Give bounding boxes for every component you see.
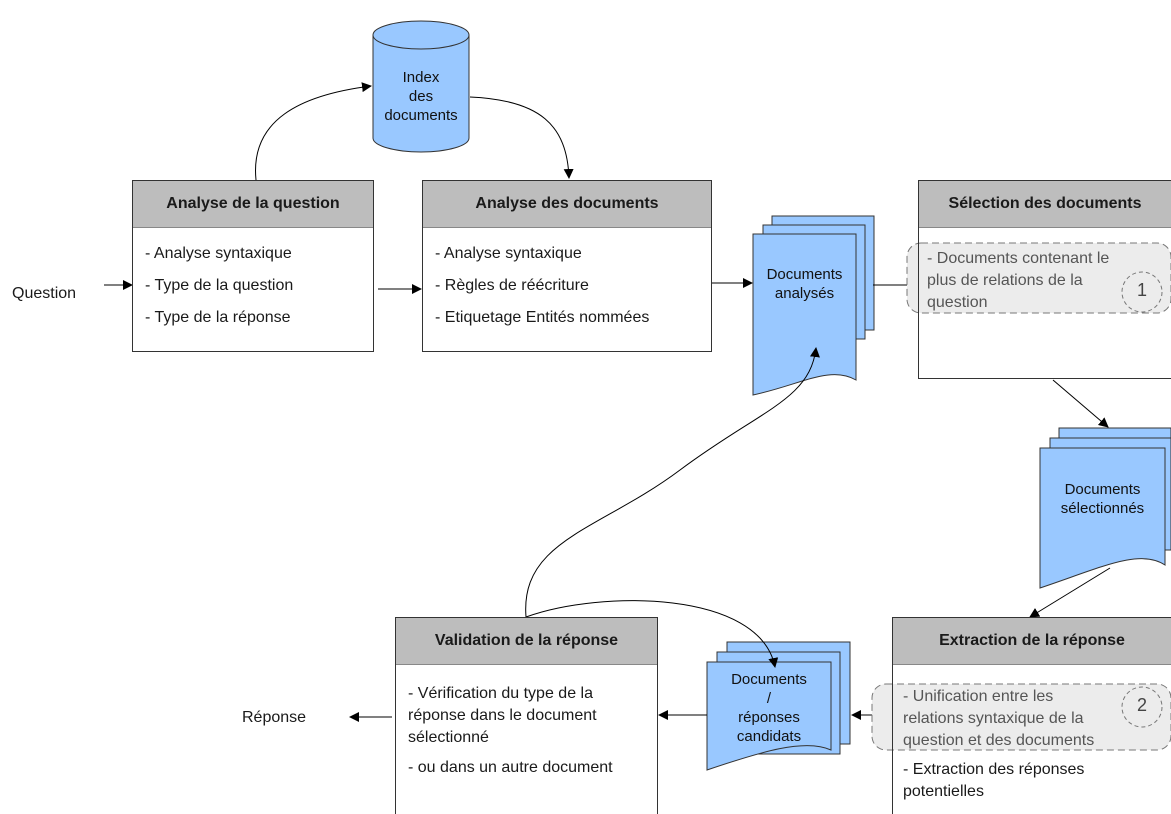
- analyse-documents-title: Analyse des documents: [423, 181, 711, 228]
- analyse-documents-item: - Analyse syntaxique: [435, 245, 582, 262]
- analyse-documents-box: Analyse des documents - Analyse syntaxiq…: [422, 180, 712, 352]
- question-input-label: Question: [12, 285, 77, 302]
- analyse-documents-item: - Règles de réécriture: [435, 277, 589, 294]
- selection-note: - Documents contenant le plus de relatio…: [927, 250, 1110, 311]
- docs-candidats-shape: [706, 641, 851, 771]
- extraction-reponse-title: Extraction de la réponse: [893, 618, 1171, 665]
- validation-item: - ou dans un autre document: [408, 759, 613, 776]
- selection-documents-title: Sélection des documents: [919, 181, 1171, 228]
- validation-reponse-box: Validation de la réponse - Vérification …: [395, 617, 658, 814]
- analyse-question-item: - Analyse syntaxique: [145, 245, 292, 262]
- validation-reponse-title: Validation de la réponse: [396, 618, 657, 665]
- analyse-documents-item: - Etiquetage Entités nommées: [435, 309, 650, 326]
- index-cylinder-shape: [372, 20, 470, 153]
- extraction-reponse-box: Extraction de la réponse: [892, 617, 1171, 814]
- validation-item: - Vérification du type de la: [408, 685, 593, 702]
- extraction-badge: 2: [1136, 695, 1147, 715]
- docs-analyses-shape: [752, 215, 875, 396]
- reponse-output-label: Réponse: [242, 709, 307, 726]
- validation-item: réponse dans le document: [408, 707, 597, 724]
- note-shapes: [871, 242, 1171, 751]
- extraction-note: - Unification entre les relations syntax…: [903, 688, 1095, 749]
- selection-badge: 1: [1136, 280, 1147, 300]
- validation-item: sélectionné: [408, 729, 489, 746]
- analyse-question-item: - Type de la question: [145, 277, 294, 294]
- analyse-question-title: Analyse de la question: [133, 181, 373, 228]
- analyse-question-item: - Type de la réponse: [145, 309, 291, 326]
- extraction-items: - Extraction des réponses potentielles: [903, 761, 1085, 800]
- selection-documents-box: Sélection des documents: [918, 180, 1171, 379]
- docs-selectionnes-shape: [1039, 427, 1171, 589]
- analyse-question-box: Analyse de la question - Analyse syntaxi…: [132, 180, 374, 352]
